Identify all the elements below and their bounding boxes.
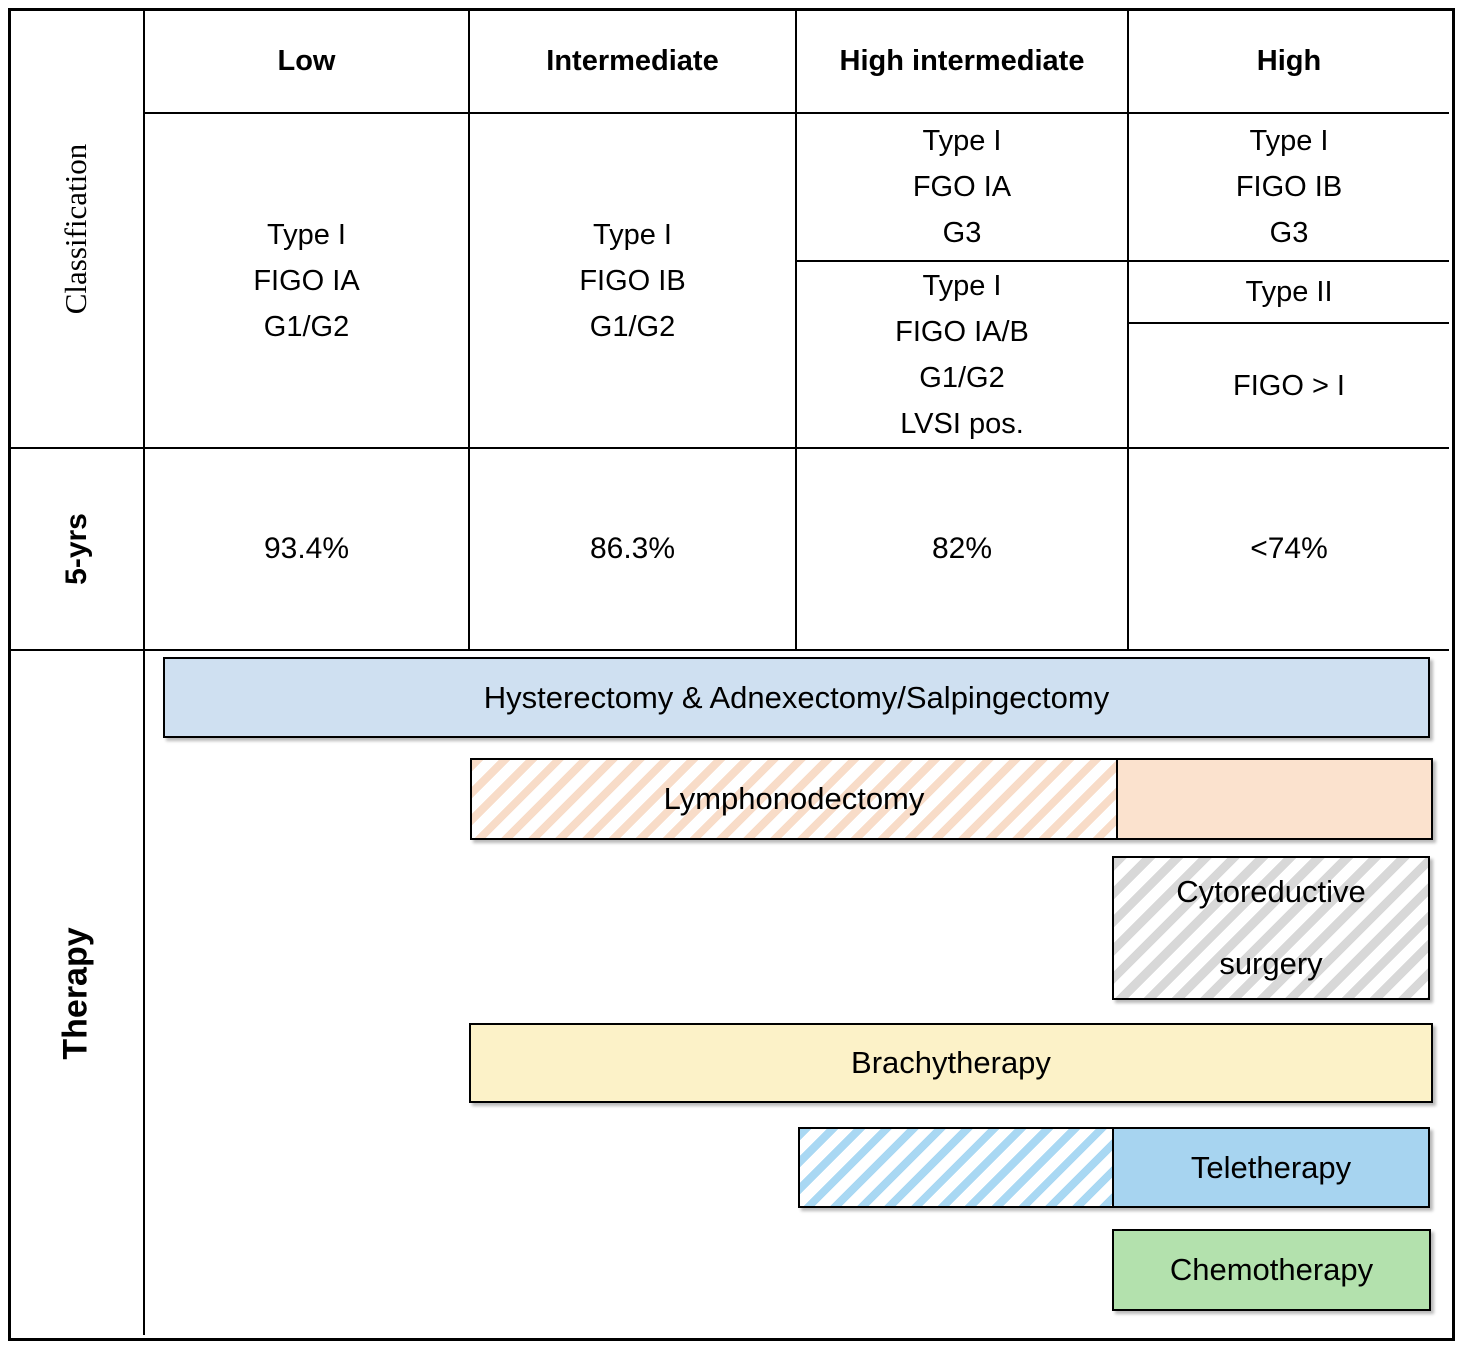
column-header-low-text: Low	[277, 45, 336, 77]
therapy-bar-brachytherapy: Brachytherapy	[469, 1023, 1433, 1103]
survival-row-label-text: 5-yrs	[59, 513, 93, 585]
therapy-bar-chemotherapy: Chemotherapy	[1112, 1229, 1431, 1311]
lymphonodectomy-segment-divider	[1116, 760, 1118, 838]
survival-cell-intermediate: 86.3%	[589, 532, 676, 565]
lymphonodectomy-hatched-segment: Lymphonodectomy	[472, 760, 1116, 838]
column-header-intermediate: Intermediate	[470, 10, 795, 112]
classification-cell-high-top: Type I FIGO IB G3	[1235, 125, 1343, 249]
column-header-high-intermediate: High intermediate	[797, 10, 1127, 112]
classification-cell-low: Type I FIGO IA G1/G2	[253, 218, 360, 343]
grid-line-subcell-split	[795, 260, 1449, 262]
therapy-bar-cytoreductive-label: Cytoreductive surgery	[1176, 874, 1366, 981]
cytoreductive-hatched-segment: Cytoreductive surgery	[1114, 858, 1428, 998]
therapy-row-label: Therapy	[10, 651, 143, 1335]
grid-line-header-bottom	[143, 112, 1449, 114]
lymphonodectomy-solid-segment	[1118, 760, 1431, 838]
classification-cell-intermediate: Type I FIGO IB G1/G2	[579, 218, 686, 343]
therapy-bar-chemotherapy-label: Chemotherapy	[1169, 1252, 1374, 1287]
classification-cell-high-intermediate-bottom: Type I FIGO IA/B G1/G2 LVSI pos.	[895, 269, 1029, 440]
survival-row-label: 5-yrs	[10, 449, 143, 649]
classification-cell-high-middle: Type II	[1245, 276, 1333, 308]
therapy-row-label-text: Therapy	[56, 926, 95, 1060]
classification-cell-high-bottom: FIGO > I	[1233, 369, 1345, 402]
therapy-bar-brachytherapy-label: Brachytherapy	[851, 1045, 1051, 1080]
therapy-bar-cytoreductive-surgery: Cytoreductive surgery	[1112, 856, 1430, 1000]
column-header-high-text: High	[1256, 45, 1322, 77]
survival-cell-high-intermediate: 82%	[931, 532, 993, 565]
survival-cell-high: <74%	[1250, 532, 1328, 565]
therapy-bar-lymphonodectomy: Lymphonodectomy	[470, 758, 1433, 840]
classification-row-label-text: Classification	[58, 143, 94, 314]
teletherapy-segment-divider	[1112, 1129, 1114, 1206]
therapy-bar-teletherapy: Teletherapy	[798, 1127, 1430, 1208]
column-header-intermediate-text: Intermediate	[546, 45, 719, 77]
survival-cell-low: 93.4%	[263, 532, 350, 565]
grid-line-intermediate-highint	[795, 8, 797, 649]
therapy-bar-hysterectomy-label: Hysterectomy & Adnexectomy/Salpingectomy	[483, 679, 1110, 715]
grid-line-classification-bottom	[8, 447, 1449, 449]
table-border	[8, 8, 1455, 1341]
therapy-bar-hysterectomy: Hysterectomy & Adnexectomy/Salpingectomy	[163, 657, 1430, 738]
column-header-high: High	[1129, 10, 1449, 112]
grid-line-survival-bottom	[8, 649, 1449, 651]
column-header-high-intermediate-text: High intermediate	[839, 45, 1085, 77]
therapy-bar-teletherapy-label: Teletherapy	[1190, 1149, 1352, 1185]
grid-line-low-intermediate	[468, 8, 470, 649]
grid-line-typeii-bottom	[1127, 322, 1449, 324]
classification-row-label: Classification	[10, 10, 143, 447]
teletherapy-solid-segment: Teletherapy	[1114, 1129, 1428, 1206]
therapy-bar-lymphonodectomy-label: Lymphonodectomy	[663, 781, 925, 816]
teletherapy-hatched-segment	[800, 1129, 1112, 1206]
grid-line-highint-high	[1127, 8, 1129, 649]
classification-cell-high-intermediate-top: Type I FGO IA G3	[912, 125, 1012, 249]
column-header-low: Low	[145, 10, 468, 112]
grid-line-label-column	[143, 8, 145, 1335]
